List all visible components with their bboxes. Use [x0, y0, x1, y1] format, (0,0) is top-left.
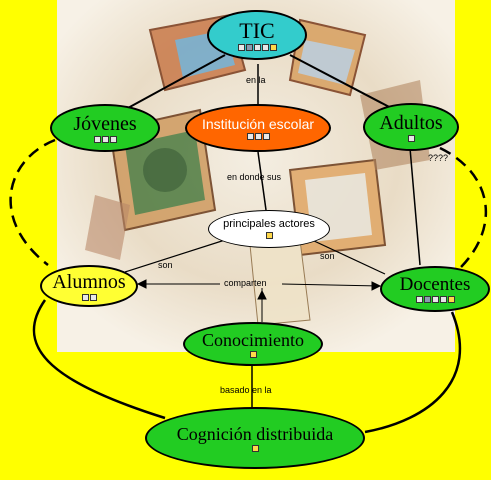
alumnos-resource-icons — [81, 293, 97, 301]
link-icon[interactable] — [447, 296, 455, 303]
docentes-resource-icons — [415, 296, 455, 303]
document-icon[interactable] — [254, 132, 262, 140]
document-icon[interactable] — [431, 296, 439, 303]
node-docentes-label: Docentes — [399, 274, 471, 295]
image-icon[interactable] — [261, 43, 269, 51]
document-icon[interactable] — [253, 43, 261, 51]
node-institucion-label: Institución escolar — [201, 115, 315, 132]
cognicion-resource-icons — [251, 444, 259, 452]
document-icon[interactable] — [439, 296, 447, 303]
edge-tic-adultos — [289, 54, 396, 111]
edge-tic-jovenes — [114, 54, 226, 116]
document-icon[interactable] — [407, 134, 415, 142]
image-icon[interactable] — [237, 43, 245, 51]
link-son-right: son — [320, 251, 335, 261]
node-alumnos-label: Alumnos — [52, 270, 126, 293]
image-icon[interactable] — [415, 296, 423, 303]
node-principales-actores[interactable]: principales actores — [208, 210, 330, 248]
link-en-la: en la — [246, 75, 266, 85]
node-adultos-label: Adultos — [379, 111, 443, 134]
node-institucion[interactable]: Institución escolar — [185, 104, 331, 152]
node-adultos[interactable]: Adultos — [363, 103, 459, 151]
conocimiento-resource-icons — [249, 350, 257, 358]
node-docentes[interactable]: Docentes — [380, 266, 490, 312]
link-basado-en-la: basado en la — [220, 385, 272, 395]
edge-adultos-docentes — [409, 147, 421, 266]
node-alumnos[interactable]: Alumnos — [40, 265, 138, 307]
edge-alumnos-cognicion — [32, 299, 166, 420]
arrow-to-alumnos — [136, 279, 147, 289]
edge-docentes-cognicion — [364, 311, 462, 434]
arrow-up-comparten — [257, 289, 267, 300]
node-cognicion-distribuida[interactable]: Cognición distribuida — [145, 407, 365, 469]
jovenes-resource-icons — [93, 135, 117, 143]
adultos-resource-icons — [407, 134, 415, 142]
node-conocimiento-label: Conocimiento — [202, 329, 304, 350]
image-icon[interactable] — [93, 135, 101, 143]
link-icon[interactable] — [251, 444, 259, 452]
node-conocimiento[interactable]: Conocimiento — [183, 322, 323, 366]
link-question: ???? — [428, 153, 449, 163]
image-icon[interactable] — [246, 132, 254, 140]
document-icon[interactable] — [109, 135, 117, 143]
link-en-donde-sus: en donde sus — [227, 172, 282, 182]
link-son-left: son — [158, 260, 173, 270]
link-icon[interactable] — [269, 43, 277, 51]
connections — [9, 54, 488, 434]
edge-institucion-actores — [257, 151, 267, 211]
illustration-art — [85, 13, 430, 326]
document-icon[interactable] — [101, 135, 109, 143]
node-jovenes[interactable]: Jóvenes — [50, 104, 160, 152]
node-jovenes-label: Jóvenes — [73, 112, 137, 135]
document-icon[interactable] — [262, 132, 270, 140]
actores-resource-icons — [265, 232, 273, 239]
node-tic[interactable]: TIC — [207, 10, 307, 60]
document-icon[interactable] — [245, 43, 253, 51]
link-icon[interactable] — [249, 350, 257, 358]
tic-resource-icons — [237, 43, 277, 51]
arrow-to-docentes — [371, 281, 382, 291]
node-cognicion-label: Cognición distribuida — [176, 423, 334, 444]
node-tic-label: TIC — [239, 17, 275, 43]
image-icon[interactable] — [81, 293, 89, 301]
edge-adultos-docentes-dashed — [439, 146, 488, 271]
link-icon[interactable] — [265, 232, 273, 239]
node-actores-label: principales actores — [223, 218, 315, 230]
edge-actores-alumnos — [124, 239, 226, 273]
document-icon[interactable] — [89, 293, 97, 301]
edge-actores-docentes — [311, 239, 386, 275]
link-comparten: comparten — [224, 278, 267, 288]
institucion-resource-icons — [246, 132, 270, 140]
edge-jovenes-alumnos-dashed — [9, 138, 56, 266]
edge-comparten-docentes — [281, 283, 381, 287]
document-icon[interactable] — [423, 296, 431, 303]
